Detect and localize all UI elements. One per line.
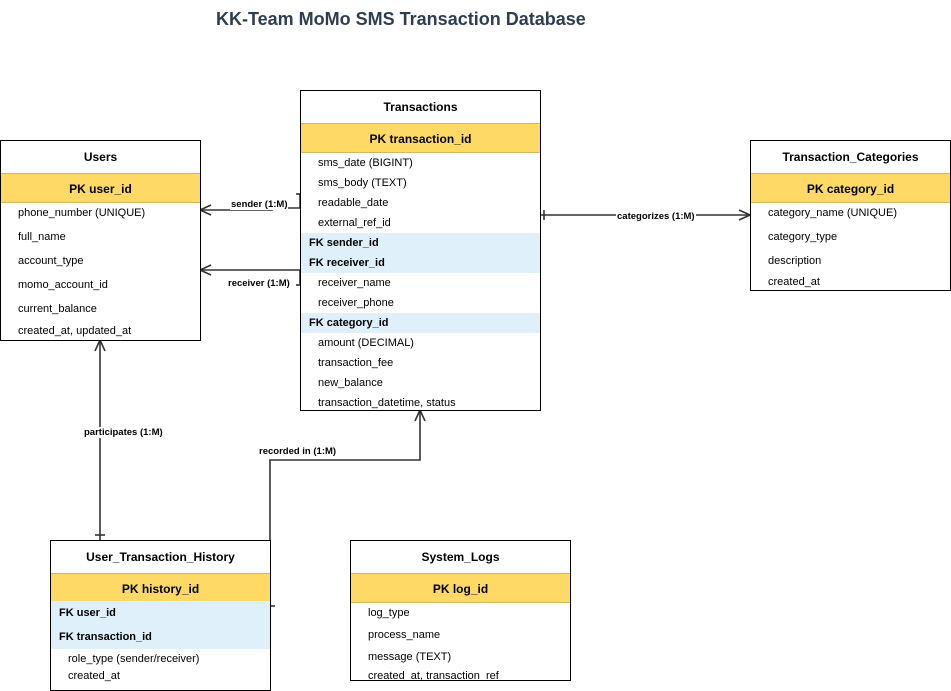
logs-attribute: process_name [368, 629, 441, 641]
transactions-foreign-key: FK category_id [301, 313, 540, 333]
logs-attribute: log_type [368, 607, 410, 619]
transactions-attribute: external_ref_id [318, 217, 391, 229]
transactions-attribute: transaction_datetime, status [318, 397, 456, 409]
transactions-entity-title: Transactions [383, 100, 458, 114]
history-foreign-key: FK transaction_id [51, 625, 270, 649]
users-attribute: account_type [18, 255, 84, 267]
transactions-foreign-key: FK receiver_id [301, 253, 540, 273]
categories-attribute: description [768, 255, 822, 267]
recorded-in-relationship-line [269, 410, 421, 606]
user-transaction-history-entity: User_Transaction_History PK history_id F… [50, 540, 271, 691]
transactions-attribute: transaction_fee [318, 357, 394, 369]
categories-attribute: category_type [768, 231, 838, 243]
users-attribute: full_name [18, 231, 66, 243]
system-logs-entity: System_Logs PK log_id log_type process_n… [350, 540, 571, 681]
users-attribute: phone_number (UNIQUE) [18, 207, 146, 219]
users-entity-title: Users [83, 150, 118, 164]
logs-entity-title: System_Logs [421, 550, 500, 564]
logs-primary-key: PK log_id [351, 573, 570, 603]
transactions-attribute: sms_body (TEXT) [318, 177, 407, 189]
categorizes-relationship-label: categorizes (1:M) [616, 211, 696, 222]
logs-attribute: created_at, transaction_ref [368, 670, 499, 681]
transactions-attribute: sms_date (BIGINT) [318, 157, 413, 169]
transactions-primary-key: PK transaction_id [301, 123, 540, 153]
transactions-attribute: receiver_phone [318, 297, 394, 309]
history-attribute: created_at [68, 670, 120, 682]
users-attribute: current_balance [18, 303, 97, 315]
recorded-in-relationship-label: recorded in (1:M) [258, 446, 338, 457]
transactions-attribute: receiver_name [318, 277, 391, 289]
transactions-attribute: amount (DECIMAL) [318, 337, 414, 349]
transaction-categories-entity: Transaction_Categories PK category_id ca… [750, 140, 951, 291]
users-primary-key: PK user_id [1, 173, 200, 203]
sender-relationship-label: sender (1:M) [230, 199, 289, 210]
logs-attribute: message (TEXT) [368, 651, 452, 663]
diagram-title: KK-Team MoMo SMS Transaction Database [216, 9, 586, 29]
categories-attribute: category_name (UNIQUE) [768, 207, 897, 219]
transactions-attribute: new_balance [318, 377, 383, 389]
participates-relationship-label: participates (1:M) [83, 427, 164, 438]
history-attribute: role_type (sender/receiver) [68, 653, 200, 665]
categories-primary-key: PK category_id [751, 173, 950, 203]
categories-attribute: created_at [768, 276, 820, 288]
history-entity-title: User_Transaction_History [86, 550, 235, 564]
history-foreign-key: FK user_id [51, 601, 270, 625]
users-attribute: created_at, updated_at [18, 325, 132, 337]
transactions-entity: Transactions PK transaction_id sms_date … [300, 90, 541, 411]
receiver-relationship-label: receiver (1:M) [227, 278, 291, 289]
categories-entity-title: Transaction_Categories [782, 150, 919, 164]
users-entity: Users PK user_id phone_number (UNIQUE) f… [0, 140, 201, 341]
history-primary-key: PK history_id [51, 573, 270, 603]
users-attribute: momo_account_id [18, 279, 108, 291]
transactions-foreign-key: FK sender_id [301, 233, 540, 253]
transactions-attribute: readable_date [318, 197, 389, 209]
